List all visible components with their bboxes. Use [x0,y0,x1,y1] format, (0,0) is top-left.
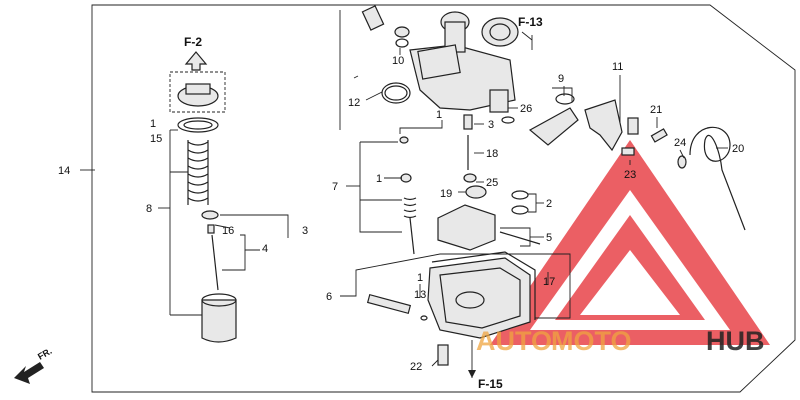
watermark-moto: MOTO [551,326,632,356]
leader-24 [679,149,685,159]
callout-5: 5 [546,232,552,244]
callout-19: 19 [440,188,452,200]
callout-7: 7 [332,181,338,193]
callout-10: 10 [392,55,404,67]
watermark-hub: HUB [706,326,765,356]
callout-20: 20 [732,143,744,155]
front-direction-indicator: FR. [14,346,54,384]
throttle-valve-spring [187,140,209,205]
screw-13 [366,293,428,321]
automotohub-watermark-text: AUTO MOTO HUB [476,326,765,356]
leader-4b [240,234,260,251]
callout-16: 16 [222,225,234,237]
throttle-valve-slide [201,293,237,343]
callout-4: 4 [262,243,268,255]
reference-f13: F-13 [518,15,543,29]
bracket-2 [528,193,537,213]
callout-3a: 3 [302,225,308,237]
arrow-f15 [468,370,476,378]
fr-label: FR. [36,346,54,362]
o-ring-12 [381,82,411,104]
lever-9 [528,93,579,146]
bracket-9 [552,87,573,102]
callout-2: 2 [546,198,552,210]
callout-12: 12 [348,97,360,109]
jet-parts-7 [399,136,417,255]
callout-24: 24 [674,137,686,149]
callout-26: 26 [520,103,532,115]
reference-f15: F-15 [478,377,503,391]
float-pin-2 [511,190,529,215]
bracket-11 [584,99,639,156]
callout-11: 11 [612,61,623,73]
callout-8: 8 [146,203,152,215]
leader-1b [399,120,443,134]
callout-14: 14 [58,165,70,177]
callout-21: 21 [650,104,662,116]
tube-20 [677,126,746,231]
carburetor-body [409,11,519,124]
jet-needle [201,210,219,291]
float-chamber-bowl [427,257,531,339]
reference-f2: F-2 [184,35,202,49]
callout-1c: 1 [376,173,382,185]
leader-12 [365,91,383,101]
callout-15: 15 [150,133,162,145]
choke-lever-parts [361,5,410,48]
leader-16 [214,224,231,229]
watermark-auto: AUTO [476,326,552,356]
drain-screw-22 [437,344,449,366]
bracket-7 [359,142,402,233]
callout-25: 25 [486,177,498,189]
leader-arrow-12 [353,75,359,79]
callout-23: 23 [624,169,636,181]
leader-22 [431,359,439,367]
callout-1a: 1 [150,118,156,130]
gasket-17 [431,251,536,320]
throttle-cap-assembly [169,51,226,133]
callout-17: 17 [543,276,555,288]
bracket-6 [340,253,571,319]
diagram-frame [91,4,796,393]
main-jet-stack [463,114,487,199]
leader-4 [222,250,246,271]
callout-13: 13 [414,289,426,301]
callout-3b: 3 [488,119,494,131]
automotohub-watermark-triangle [490,140,770,345]
callout-1d: 1 [417,272,423,284]
leader-3a [220,214,289,238]
callout-22: 22 [410,361,422,373]
callout-18: 18 [486,148,498,160]
callout-9: 9 [558,73,564,85]
callout-1b: 1 [436,109,442,121]
leader-f13 [521,31,533,41]
fr-arrow-icon [14,362,44,384]
screw-21 [650,128,668,143]
float-assembly [437,204,541,251]
callout-6: 6 [326,291,332,303]
